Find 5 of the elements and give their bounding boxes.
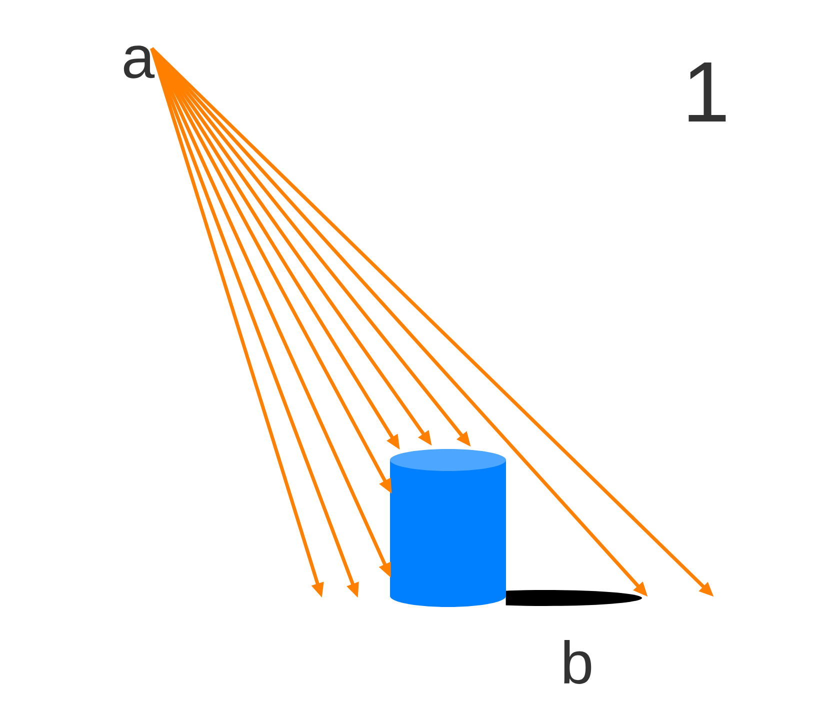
cylinder <box>390 449 506 607</box>
label: 1 <box>688 62 726 122</box>
shadow <box>506 590 642 606</box>
point-label: a <box>124 46 155 78</box>
label: b <box>564 640 592 684</box>
